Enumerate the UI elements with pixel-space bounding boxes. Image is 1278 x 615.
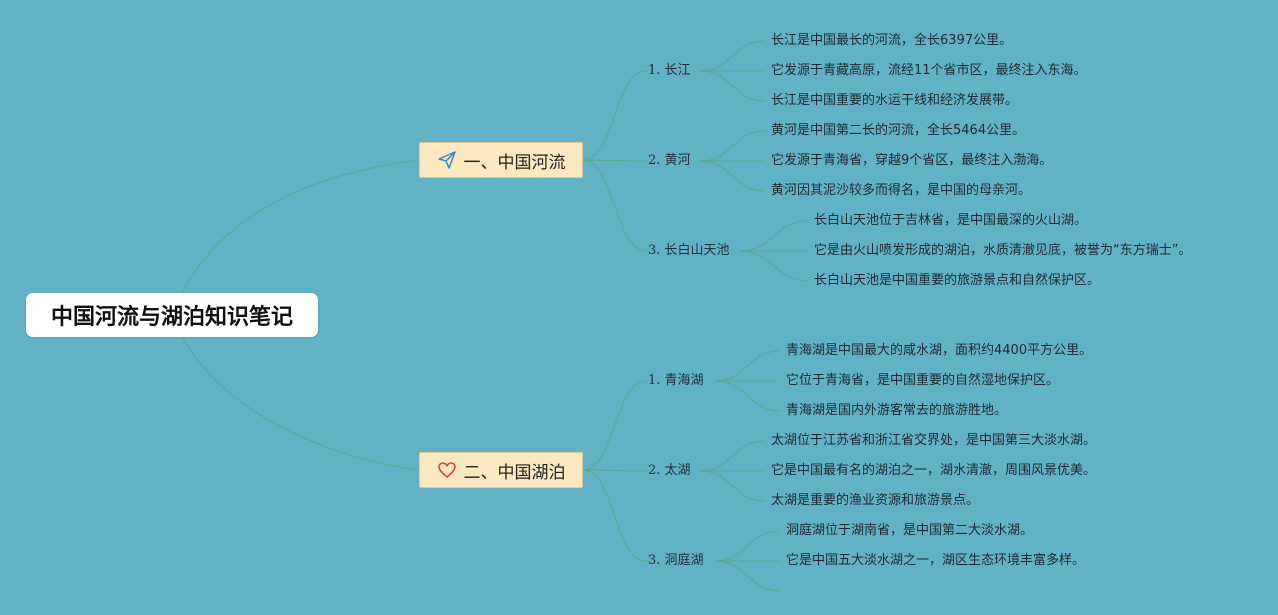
leaf-note[interactable]: 长江是中国重要的水运干线和经济发展带。 xyxy=(771,93,1019,108)
paper-plane-icon xyxy=(437,150,457,170)
subtopic-to-leaf-connector xyxy=(714,380,781,412)
subtopic-to-leaf-connector xyxy=(699,70,766,102)
subtopic-qinghai-lake[interactable]: 1. 青海湖 xyxy=(648,373,704,388)
branch-node-rivers[interactable]: 一、中国河流 xyxy=(419,142,583,178)
root-to-rivers-connector xyxy=(181,159,420,294)
branch-label: 二、中国湖泊 xyxy=(463,462,566,483)
leaf-note[interactable]: 太湖是重要的渔业资源和旅游景点。 xyxy=(771,493,980,508)
branch-to-subtopic-connector xyxy=(582,159,647,252)
branch-to-subtopic-connector xyxy=(582,469,647,472)
leaf-note[interactable]: 太湖位于江苏省和浙江省交界处，是中国第三大淡水湖。 xyxy=(771,433,1097,448)
leaf-note[interactable]: 长江是中国最长的河流，全长6397公里。 xyxy=(771,33,1013,48)
root-to-lakes-connector xyxy=(181,336,420,471)
subtopic-dongting-lake[interactable]: 3. 洞庭湖 xyxy=(648,553,704,568)
subtopic-to-leaf-connector xyxy=(699,470,766,502)
leaf-note[interactable]: 它是中国五大淡水湖之一，湖区生态环境丰富多样。 xyxy=(786,553,1086,568)
subtopic-to-leaf-connector xyxy=(739,250,809,282)
leaf-note[interactable]: 青海湖是中国最大的咸水湖，面积约4400平方公里。 xyxy=(786,343,1093,358)
branch-node-lakes[interactable]: 二、中国湖泊 xyxy=(419,452,583,488)
leaf-note[interactable]: 它位于青海省，是中国重要的自然湿地保护区。 xyxy=(786,373,1060,388)
leaf-note[interactable]: 长白山天池位于吉林省，是中国最深的火山湖。 xyxy=(814,213,1088,228)
leaf-note[interactable]: 青海湖是国内外游客常去的旅游胜地。 xyxy=(786,403,1008,418)
subtopic-to-leaf-connector xyxy=(699,40,766,72)
subtopic-yangtze[interactable]: 1. 长江 xyxy=(648,63,691,78)
leaf-note[interactable]: 它发源于青海省，穿越9个省区，最终注入渤海。 xyxy=(771,153,1053,168)
subtopic-to-leaf-connector xyxy=(699,130,766,162)
branch-label: 一、中国河流 xyxy=(463,152,566,173)
subtopic-to-leaf-connector xyxy=(714,530,781,562)
branch-to-subtopic-connector xyxy=(582,159,647,162)
subtopic-to-leaf-connector xyxy=(714,560,781,592)
subtopic-taihu[interactable]: 2. 太湖 xyxy=(648,463,691,478)
subtopic-changbai-tianchi[interactable]: 3. 长白山天池 xyxy=(648,243,730,258)
leaf-note[interactable]: 它是中国最有名的湖泊之一，湖水清澈，周围风景优美。 xyxy=(771,463,1097,478)
subtopic-yellow-river[interactable]: 2. 黄河 xyxy=(648,153,691,168)
root-node[interactable]: 中国河流与湖泊知识笔记 xyxy=(26,293,318,337)
heart-icon xyxy=(437,460,457,480)
leaf-note[interactable]: 黄河是中国第二长的河流，全长5464公里。 xyxy=(771,123,1026,138)
subtopic-to-leaf-connector xyxy=(739,220,809,252)
leaf-note[interactable]: 长白山天池是中国重要的旅游景点和自然保护区。 xyxy=(814,273,1101,288)
leaf-note[interactable]: 黄河因其泥沙较多而得名，是中国的母亲河。 xyxy=(771,183,1032,198)
leaf-note[interactable]: 洞庭湖位于湖南省，是中国第二大淡水湖。 xyxy=(786,523,1034,538)
subtopic-to-leaf-connector xyxy=(699,160,766,192)
subtopic-to-leaf-connector xyxy=(699,440,766,472)
leaf-note[interactable]: 它发源于青藏高原，流经11个省市区，最终注入东海。 xyxy=(771,63,1087,78)
branch-to-subtopic-connector xyxy=(582,70,647,161)
subtopic-to-leaf-connector xyxy=(714,350,781,382)
leaf-note[interactable]: 它是由火山喷发形成的湖泊，水质清澈见底，被誉为“东方瑞士”。 xyxy=(814,243,1192,258)
branch-to-subtopic-connector xyxy=(582,380,647,471)
branch-to-subtopic-connector xyxy=(582,469,647,562)
